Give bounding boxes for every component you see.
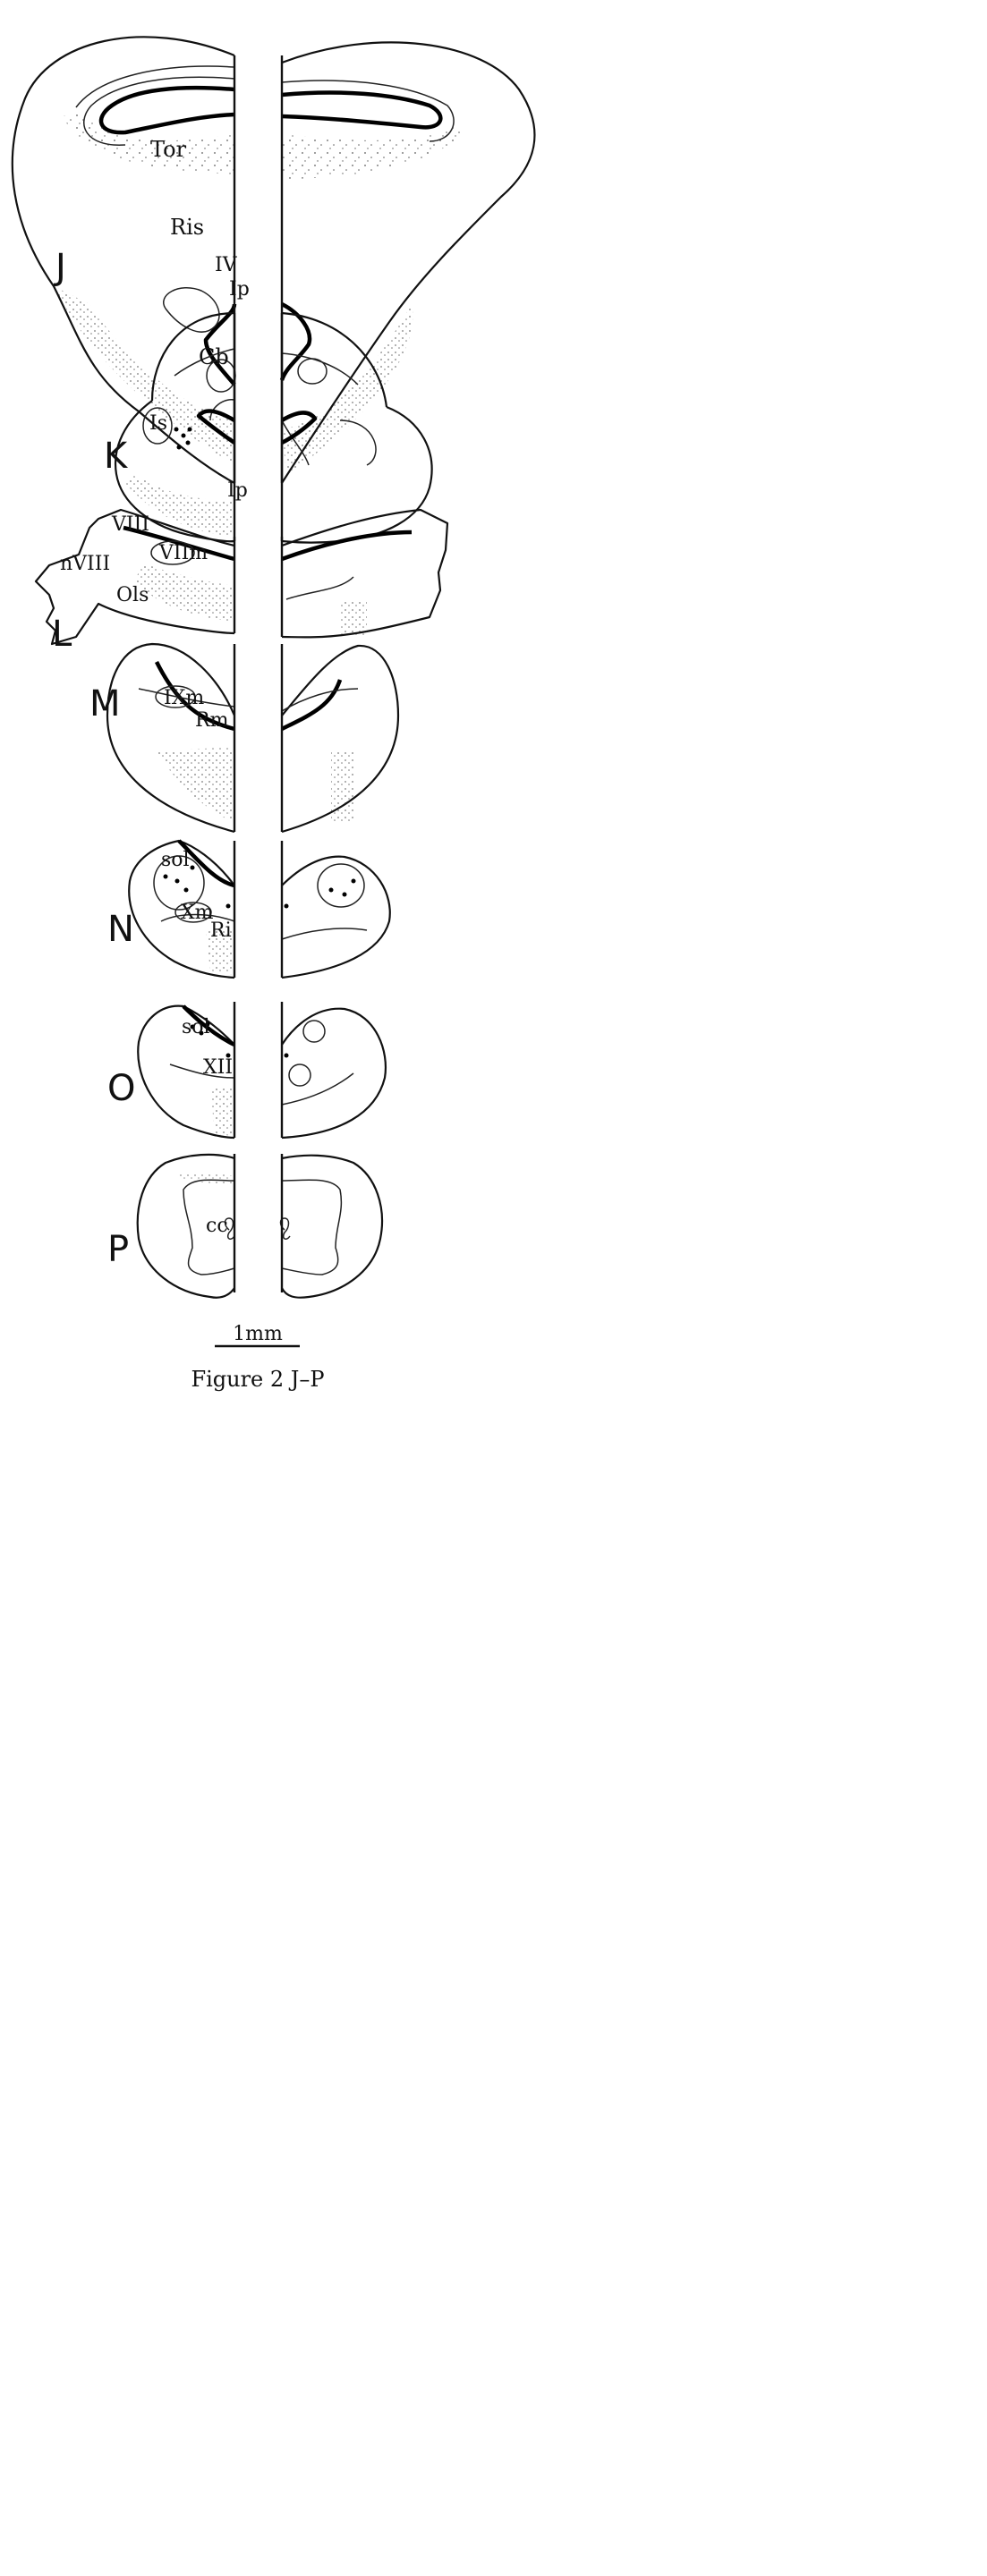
section-letter-m: M — [89, 683, 121, 724]
section-n-sol-nucleus-right — [317, 863, 365, 908]
section-o-right-outline — [281, 1007, 387, 1140]
section-j-ventricle-right — [281, 90, 443, 130]
section-l-viim-nucleus — [150, 540, 195, 565]
section-o-circle-right-lower — [288, 1063, 311, 1087]
label-ols: Ols — [116, 584, 149, 606]
section-j: Tor Ris IV Ip J — [11, 36, 536, 484]
label-tor: Tor — [150, 137, 187, 162]
section-k: Cb Is Ip K — [104, 311, 433, 544]
label-nviii: nVIII — [60, 553, 110, 575]
section-letter-o: O — [107, 1068, 135, 1109]
label-ixm: IXm — [164, 687, 204, 709]
section-o-circle-right-upper — [302, 1020, 326, 1043]
section-l-right-outline — [281, 508, 449, 639]
section-m-right-outline — [281, 644, 400, 834]
label-xm: Xm — [181, 902, 214, 924]
section-j-left-outline — [11, 36, 235, 484]
section-p-grey-matter-right — [281, 1179, 343, 1275]
label-viii: VIII — [111, 513, 149, 536]
section-n-left-outline — [128, 839, 235, 979]
section-letter-p: P — [107, 1229, 129, 1270]
section-p-right-outline — [281, 1154, 384, 1299]
section-n-right-outline — [281, 855, 391, 979]
label-iv: IV — [215, 254, 238, 276]
section-n-sol-nucleus — [153, 855, 205, 911]
section-p: cc P — [107, 1153, 384, 1299]
section-o-left-outline — [137, 1004, 235, 1140]
section-j-ris-boundary — [163, 287, 220, 333]
section-o: sol XII O — [107, 1002, 387, 1140]
section-j-right-outline — [281, 41, 536, 484]
scale-bar: 1mm — [215, 1323, 300, 1348]
label-cc: cc — [206, 1215, 228, 1237]
section-k-is-nucleus — [142, 407, 173, 445]
section-l-left-outline — [34, 508, 235, 646]
scale-bar-label: 1mm — [233, 1323, 283, 1345]
section-m: IXm Rm M — [89, 642, 400, 834]
section-p-left-outline — [136, 1153, 235, 1299]
label-rm: Rm — [195, 709, 229, 732]
section-k-cb-left — [150, 311, 235, 402]
section-n: sol Xm Ri N — [107, 839, 391, 979]
section-p-central-canal — [224, 1217, 235, 1240]
label-viim: VIIm — [158, 542, 208, 564]
section-letter-l: L — [52, 614, 72, 655]
section-n-xm-nucleus — [174, 902, 212, 923]
label-sol-o: sol — [182, 1016, 210, 1038]
section-k-cb-right — [281, 311, 388, 408]
section-m-left-outline — [106, 642, 236, 834]
section-k-right-outline — [281, 405, 433, 544]
label-ip-k: Ip — [227, 479, 248, 502]
label-ris: Ris — [170, 215, 204, 240]
label-is: Is — [149, 412, 167, 435]
section-letter-j: J — [53, 247, 66, 288]
label-cb: Cb — [199, 344, 229, 369]
label-sol-n: sol — [161, 849, 190, 871]
section-l: VIII VIIm nVIII Ols L — [34, 508, 449, 655]
section-letter-k: K — [104, 436, 129, 477]
section-m-ixm-nucleus — [155, 685, 196, 708]
label-ip-j: Ip — [229, 278, 250, 301]
figure-caption: Figure 2 J–P — [191, 1367, 324, 1392]
section-letter-n: N — [107, 909, 134, 950]
label-xii: XII — [203, 1056, 233, 1079]
section-j-ventricle-left — [98, 85, 235, 135]
label-ri: Ri — [210, 919, 232, 942]
